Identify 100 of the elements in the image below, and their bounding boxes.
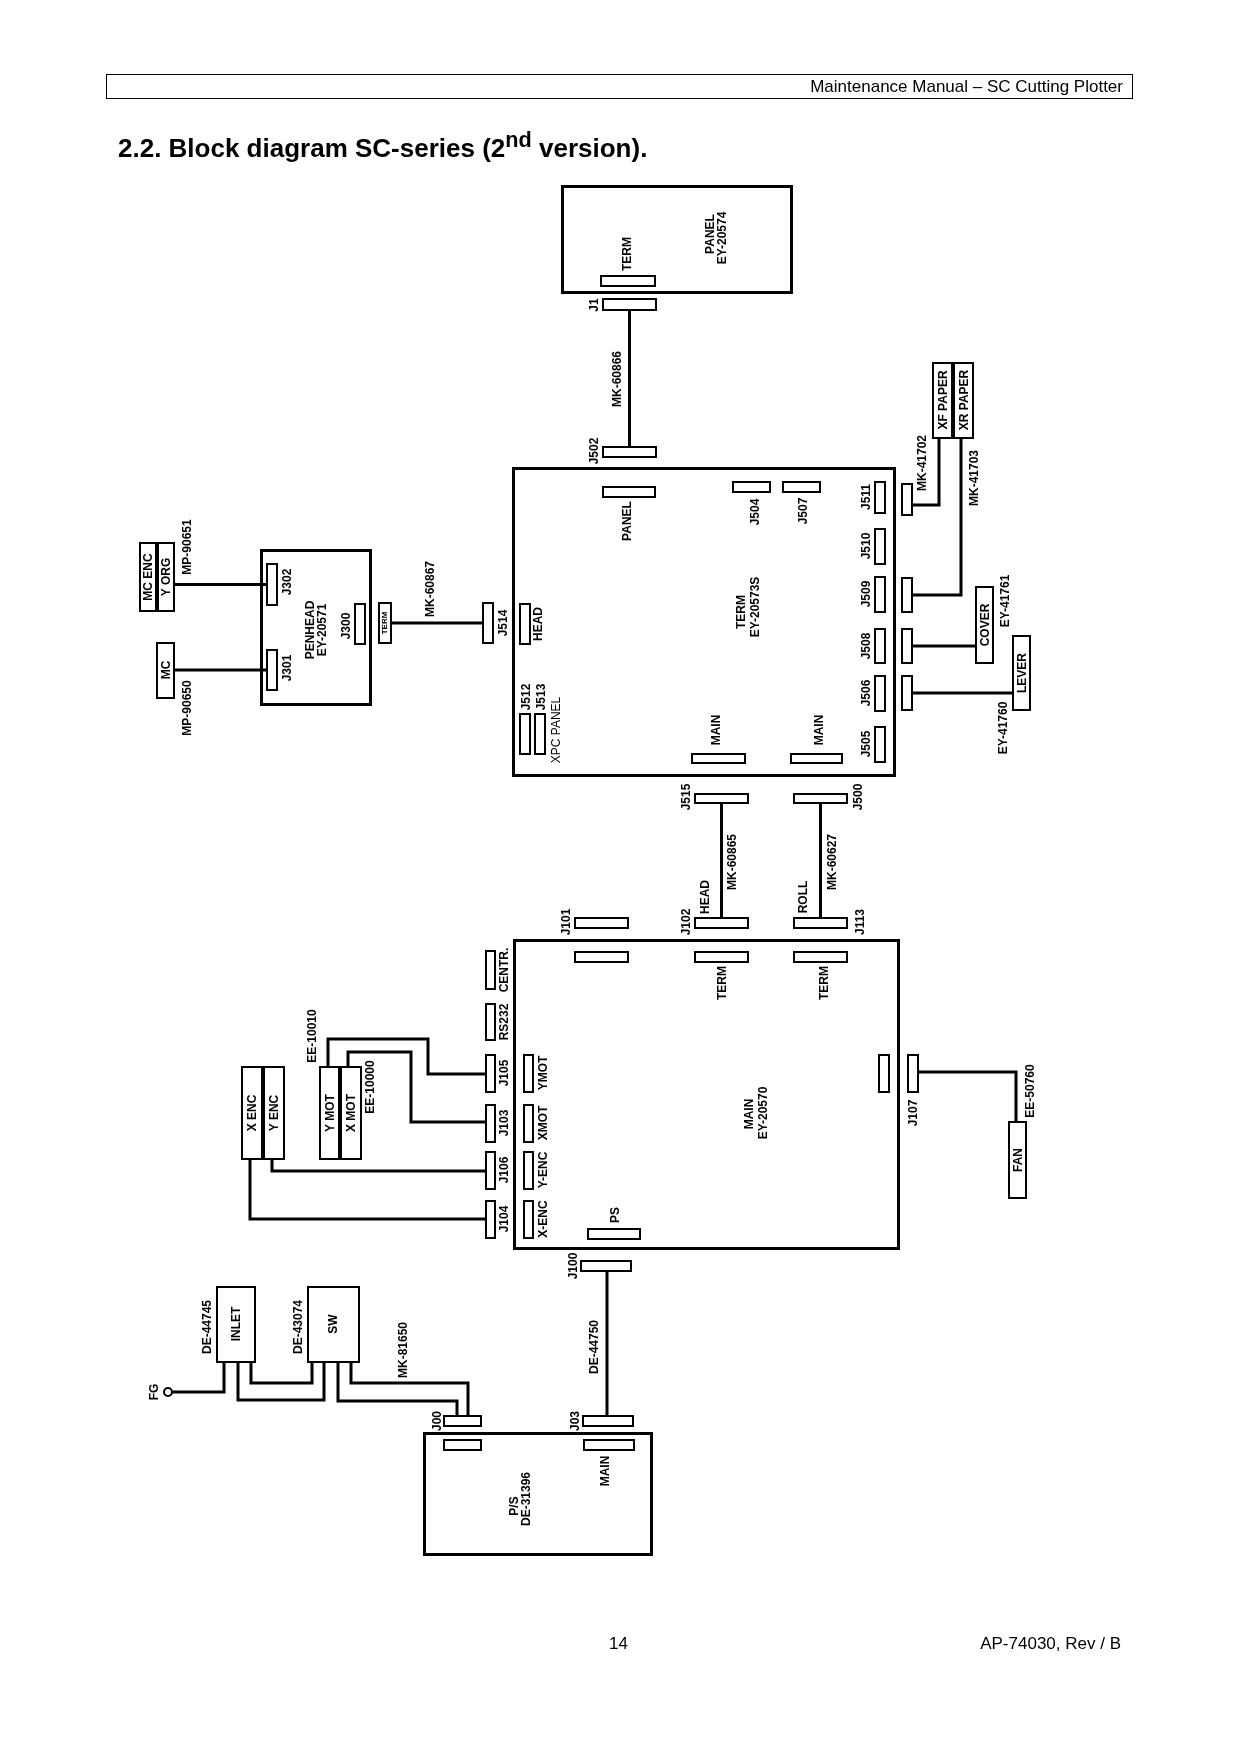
component-box bbox=[953, 362, 974, 439]
cable-connector bbox=[574, 917, 629, 929]
connector-label: PANEL bbox=[621, 501, 633, 541]
connector-label: J511 bbox=[860, 484, 872, 510]
board-connector bbox=[878, 1054, 890, 1093]
cable-connector bbox=[485, 1003, 496, 1041]
circuit-board bbox=[260, 549, 372, 706]
circuit-board bbox=[512, 467, 896, 777]
connector-label: J105 bbox=[498, 1059, 510, 1087]
cable-line bbox=[349, 1363, 470, 1415]
component-label: COVER bbox=[979, 603, 991, 647]
cable-connector bbox=[694, 917, 749, 929]
page-title: 2.2. Block diagram SC-series (2$^{nd}$ version). bbox=[118, 127, 648, 164]
connector-label: J113 bbox=[854, 909, 866, 935]
component-label: MC ENC bbox=[142, 553, 154, 601]
connector-label: J302 bbox=[281, 568, 293, 596]
connector-label: J107 bbox=[907, 1099, 919, 1127]
cable-line bbox=[326, 1037, 485, 1076]
connector-label: J513 bbox=[535, 683, 547, 711]
component-box bbox=[241, 1066, 263, 1160]
board-connector bbox=[782, 481, 821, 493]
cable-connector bbox=[602, 298, 657, 311]
component-label: FAN bbox=[1012, 1148, 1024, 1172]
board-connector bbox=[600, 275, 656, 287]
cable-line bbox=[919, 1070, 1018, 1121]
cable-line bbox=[605, 1272, 609, 1415]
cable-connector bbox=[901, 483, 913, 516]
cable-connector bbox=[443, 1415, 482, 1427]
connector-label: J509 bbox=[860, 580, 872, 608]
cable-line bbox=[236, 1363, 326, 1402]
component-label: LEVER bbox=[1016, 653, 1028, 693]
connector-label: J514 bbox=[497, 609, 509, 637]
cable-label: MK-41703 bbox=[968, 450, 980, 506]
component-label: X ENC bbox=[246, 1094, 258, 1132]
cable-line bbox=[720, 804, 723, 917]
part-number-label: DE-43074 bbox=[292, 1300, 304, 1354]
cable-line bbox=[336, 1363, 459, 1415]
board-connector bbox=[519, 713, 531, 755]
cable-connector bbox=[602, 446, 657, 458]
board-connector bbox=[523, 1151, 534, 1190]
connector-label: J515 bbox=[680, 783, 692, 811]
connector-label: J1 bbox=[588, 298, 600, 312]
cable-connector bbox=[582, 1415, 634, 1427]
cable-line bbox=[248, 1160, 485, 1221]
connector-label: MAIN bbox=[599, 1455, 611, 1487]
board-connector bbox=[874, 628, 886, 664]
cable-line bbox=[913, 439, 941, 507]
cable-connector bbox=[901, 675, 913, 711]
component-label: Y MOT bbox=[324, 1094, 336, 1132]
connector-label: J507 bbox=[797, 497, 809, 525]
connector-label: J508 bbox=[860, 632, 872, 660]
connector-label: J100 bbox=[567, 1252, 579, 1280]
circuit-board bbox=[513, 939, 900, 1250]
connector-label: J03 bbox=[569, 1411, 581, 1431]
board-label: PENHEAD bbox=[304, 600, 316, 660]
board-connector bbox=[602, 486, 656, 498]
cable-label: MK-60627 bbox=[826, 834, 838, 890]
board-label: DE-31396 bbox=[520, 1472, 532, 1526]
component-box bbox=[1012, 635, 1031, 711]
cable-label: DE-44750 bbox=[588, 1320, 600, 1374]
document-number: AP-74030, Rev / B bbox=[980, 1634, 1121, 1655]
cable-label: MK-60867 bbox=[424, 561, 436, 617]
connector-label: TERM bbox=[621, 237, 633, 271]
board-connector bbox=[587, 1228, 641, 1240]
connector-label: TERM bbox=[818, 966, 830, 1000]
board-label: TERM bbox=[735, 595, 747, 629]
cable-line bbox=[913, 691, 1012, 695]
part-number-label: EY-41760 bbox=[997, 701, 1009, 755]
board-connector bbox=[732, 481, 771, 493]
component-label: Y ENC bbox=[268, 1094, 280, 1132]
cable-label: MK-60866 bbox=[611, 351, 623, 407]
board-label: EY-20570 bbox=[757, 1086, 769, 1140]
terminal-label: FG bbox=[148, 1383, 160, 1401]
cable-line bbox=[173, 1363, 226, 1394]
part-number-label: DE-44745 bbox=[201, 1300, 213, 1354]
cable-line bbox=[392, 621, 482, 625]
connector-label: J504 bbox=[749, 498, 761, 526]
connector-label: TERM bbox=[381, 611, 389, 635]
cable-connector bbox=[485, 1054, 496, 1093]
board-connector bbox=[874, 675, 886, 712]
connector-label: J300 bbox=[340, 612, 352, 640]
connector-label: J510 bbox=[860, 532, 872, 560]
cable-line bbox=[913, 644, 975, 648]
component-box bbox=[307, 1286, 360, 1363]
component-box bbox=[1008, 1121, 1027, 1199]
board-connector bbox=[583, 1439, 635, 1451]
board-label: PANEL bbox=[704, 214, 716, 254]
board-connector bbox=[874, 528, 886, 565]
cable-line bbox=[346, 1050, 485, 1124]
connector-label: J505 bbox=[860, 730, 872, 758]
connector-label: MAIN bbox=[813, 714, 825, 746]
cable-connector bbox=[694, 793, 749, 804]
cable-connector bbox=[485, 1200, 496, 1239]
connector-label: J104 bbox=[498, 1205, 510, 1233]
board-connector bbox=[874, 726, 886, 763]
cable-label: MP-90651 bbox=[181, 519, 193, 575]
component-box bbox=[216, 1286, 256, 1363]
connector-label: MAIN bbox=[710, 714, 722, 746]
component-box bbox=[319, 1066, 340, 1160]
component-label: INLET bbox=[230, 1306, 242, 1342]
